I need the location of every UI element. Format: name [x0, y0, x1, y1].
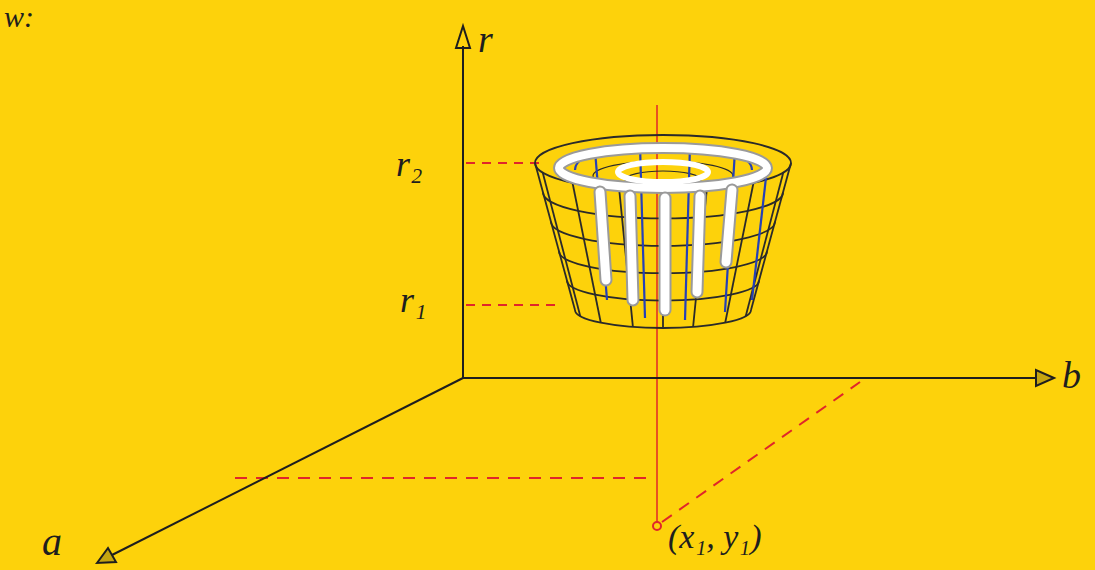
paint-drip-edge — [659, 198, 672, 310]
r2-dash — [466, 162, 540, 164]
paint-ring-edge — [559, 148, 767, 188]
cone — [535, 135, 791, 328]
cone-rib — [619, 189, 633, 327]
paint-drip — [630, 196, 633, 300]
blue-line — [640, 145, 645, 318]
paint-ring — [559, 148, 767, 188]
r1-dash — [466, 304, 562, 306]
b-arrowhead — [1036, 370, 1054, 386]
point-label: (x₁, y₁) — [668, 520, 761, 554]
vertical-guide — [656, 105, 658, 526]
blue-lines — [575, 145, 768, 320]
a-arrowhead — [97, 548, 116, 563]
cone-rib — [725, 183, 753, 323]
guide-lines — [235, 105, 860, 530]
white-paint — [559, 148, 767, 310]
blue-line — [725, 150, 735, 312]
axis-label: a — [42, 522, 62, 562]
axis-label: b — [1062, 356, 1081, 394]
cone-side — [535, 163, 575, 310]
radius-label: r₁ — [400, 282, 427, 318]
blue-line — [595, 150, 607, 300]
axis-label: r — [478, 20, 493, 58]
heading-fragment: w: — [4, 2, 34, 32]
cone-rib — [693, 189, 707, 327]
paint-ring — [618, 162, 708, 182]
paint-drip — [697, 196, 700, 292]
cone-top — [535, 135, 791, 191]
radius-label: r₂ — [396, 146, 423, 182]
paint-drip-edge — [697, 196, 700, 292]
paint-drip-edge — [600, 192, 606, 280]
b-axis — [463, 377, 1036, 379]
a-axis — [112, 378, 463, 555]
r-axis — [462, 46, 464, 378]
b-parallel-dash — [235, 477, 648, 479]
paint-drip — [726, 190, 732, 262]
r-arrowhead — [456, 26, 470, 48]
axes — [97, 26, 1054, 563]
blue-line — [685, 145, 690, 320]
point-marker — [653, 522, 661, 530]
paint-drip-edge — [726, 190, 732, 262]
cone-side — [751, 163, 791, 310]
paint-drip-edge — [630, 196, 633, 300]
a-parallel-dash — [662, 382, 860, 522]
cone-rib — [543, 173, 581, 317]
paint-drip — [661, 198, 670, 310]
paint-drip — [600, 192, 606, 280]
